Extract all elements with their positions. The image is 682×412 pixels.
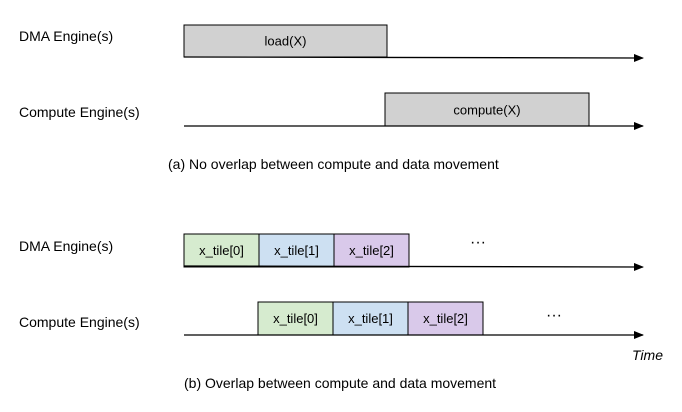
lane-label-compute: Compute Engine(s) [19,104,140,120]
part-b-dma-lane: DMA Engine(s) x_tile[0] x_tile[1] x_tile… [19,233,644,271]
part-b: DMA Engine(s) x_tile[0] x_tile[1] x_tile… [19,233,663,391]
caption-a: (a) No overlap between compute and data … [168,156,499,172]
timeline-axis-arrow [183,262,644,271]
tile-block-2 [333,233,410,268]
lane-label-compute: Compute Engine(s) [19,314,140,330]
tile-block-label-1: x_tile[1] [348,311,393,326]
timeline-axis-arrow [183,53,644,62]
block-label-load: load(X) [265,34,307,49]
ellipsis: ··· [546,307,562,324]
part-a: DMA Engine(s) load(X) Compute Engine(s) … [19,24,644,172]
tile-block-1 [332,301,409,336]
ellipsis: ··· [470,234,486,251]
tile-block-0 [183,233,260,268]
block-label-compute: compute(X) [453,103,520,118]
tile-block-label-0: x_tile[0] [199,243,244,258]
caption-b: (b) Overlap between compute and data mov… [184,375,496,391]
part-b-compute-lane: Compute Engine(s) x_tile[0] x_tile[1] x_… [19,301,644,339]
part-a-compute-lane: Compute Engine(s) compute(X) [19,92,644,130]
part-a-dma-lane: DMA Engine(s) load(X) [19,24,644,62]
lane-label-dma: DMA Engine(s) [19,238,113,254]
tile-block-label-2: x_tile[2] [423,311,468,326]
tile-block-label-0: x_tile[0] [273,311,318,326]
tile-block-0 [257,301,334,336]
lane-label-dma: DMA Engine(s) [19,28,113,44]
tile-block-label-1: x_tile[1] [274,243,319,258]
time-label: Time [632,347,663,363]
block-compute [384,92,590,127]
block-load [183,24,388,58]
tile-block-label-2: x_tile[2] [349,243,394,258]
